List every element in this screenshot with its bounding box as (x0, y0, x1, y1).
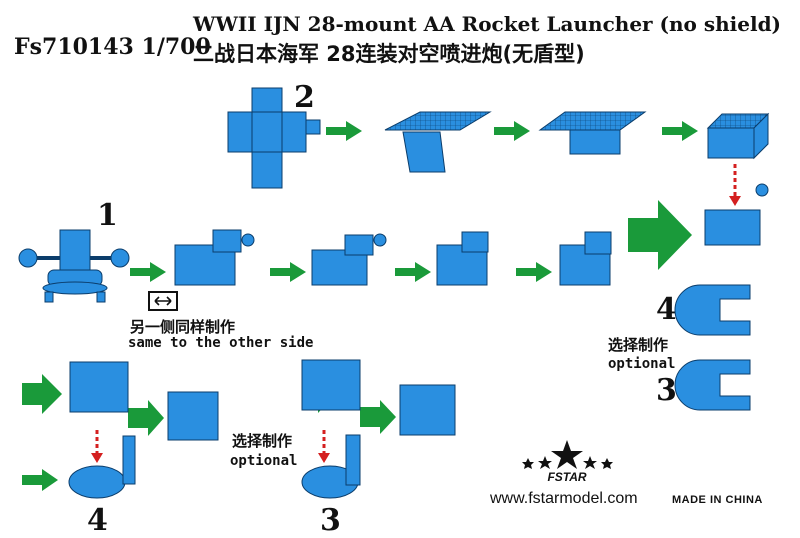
step1-assembly-1 (174, 229, 255, 286)
option-4-part-right (674, 284, 751, 336)
step-3-number-bottom: 3 (320, 503, 341, 538)
bottom-left-assembly (68, 361, 219, 499)
step1-final-assembly (704, 183, 769, 246)
optional-note-cn-right: 选择制作 (608, 336, 669, 354)
step1-frame-part (18, 229, 130, 303)
option-3-part-right (674, 359, 751, 411)
step2-flat-sheet (227, 87, 321, 189)
optional-note-cn-bottom: 选择制作 (232, 432, 293, 450)
step-4-number-right: 4 (656, 292, 677, 327)
fstar-logo: FSTAR (522, 440, 613, 484)
title-chinese: 二战日本海军 28连装对空喷进炮(无盾型) (193, 42, 585, 66)
big-green-arrow (628, 200, 692, 270)
same-side-note-en: same to the other side (128, 335, 314, 351)
same-side-note-cn: 另一侧同样制作 (130, 318, 236, 336)
title-english: WWII IJN 28-mount AA Rocket Launcher (no… (193, 12, 782, 36)
optional-note-en-right: optional (608, 356, 676, 372)
red-insert-arrows-bottom (91, 430, 330, 463)
step1-arrows (130, 200, 692, 282)
red-insert-arrow-top (729, 164, 741, 206)
step1-assembly-2 (311, 233, 387, 286)
optional-note-en-bottom: optional (230, 453, 298, 469)
step-2-number: 2 (294, 80, 315, 115)
step1-assembly-3 (436, 231, 489, 286)
product-code: Fs710143 1/700 (14, 34, 211, 60)
step2-arrows (326, 121, 698, 141)
made-in-label: MADE IN CHINA (672, 494, 763, 506)
step2-fold-b (538, 111, 647, 155)
step-1-number: 1 (97, 198, 118, 233)
step1-assembly-4 (559, 231, 612, 286)
bottom-mid-assembly (301, 359, 456, 499)
step2-fold-a (384, 111, 492, 173)
fstar-wordmark: FSTAR (547, 470, 586, 484)
flip-side-icon (148, 291, 178, 311)
step-4-number-bottom: 4 (87, 503, 108, 538)
step-3-number-right: 3 (656, 373, 677, 408)
step2-fold-box (706, 112, 770, 160)
website-url: www.fstarmodel.com (490, 490, 638, 507)
